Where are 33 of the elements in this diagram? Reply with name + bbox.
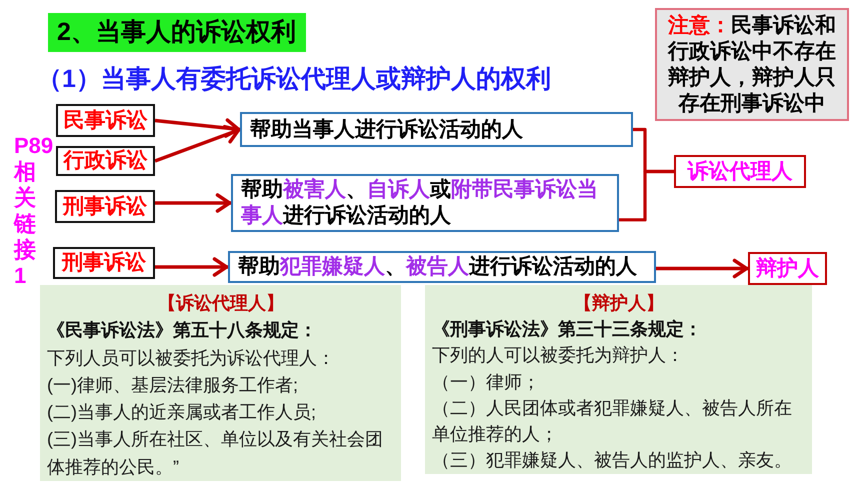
- note-box: 注意：民事诉讼和行政诉讼中不存在辩护人，辩护人只存在刑事诉讼中: [655, 8, 849, 121]
- list-item: （二）人民团体或者犯罪嫌疑人、被告人所在单位推荐的人；: [432, 396, 793, 446]
- category-box: 刑事诉讼: [55, 190, 155, 223]
- arrow: [155, 193, 232, 213]
- panel-heading: 【诉讼代理人】: [157, 292, 285, 315]
- body-text: 下列人员可以被委托为诉讼代理人：: [47, 346, 336, 370]
- category-box: 民事诉讼: [56, 104, 155, 137]
- subtitle: （1）当事人有委托诉讼代理人或辩护人的权利: [37, 64, 551, 95]
- arrow: [155, 257, 228, 277]
- result-box: 辩护人: [748, 252, 827, 285]
- definition-box: 帮助被害人、自诉人或附带民事诉讼当事人进行诉讼活动的人: [231, 174, 619, 232]
- page-reference: P89相关链接1: [14, 133, 54, 289]
- bracket-connector: [619, 170, 674, 222]
- list-item: (二)当事人的近亲属或者工作人员;: [47, 401, 317, 424]
- info-panel: [425, 285, 812, 474]
- arrow: [656, 258, 748, 278]
- category-box: 刑事诉讼: [53, 247, 155, 279]
- definition-box: 帮助犯罪嫌疑人、被告人进行诉讼活动的人: [228, 251, 656, 283]
- body-text: 下列的人可以被委托为辩护人：: [432, 344, 685, 368]
- title: 2、当事人的诉讼权利: [48, 13, 306, 52]
- law-citation: 《刑事诉讼法》第三十三条规定：: [432, 318, 703, 342]
- law-citation: 《民事诉讼法》第五十八条规定：: [47, 319, 318, 342]
- list-item: (三)当事人所在社区、单位以及有关社会团体推荐的公民。”: [47, 428, 384, 479]
- info-panel: [40, 285, 401, 481]
- list-item: （一）律师；: [432, 370, 541, 394]
- list-item: (一)律师、基层法律服务工作者;: [47, 374, 299, 397]
- arrow: [154, 124, 241, 163]
- arrow: [154, 118, 240, 138]
- definition-box: 帮助当事人进行诉讼活动的人: [240, 112, 633, 147]
- result-box: 诉讼代理人: [674, 155, 806, 188]
- category-box: 行政诉讼: [56, 146, 155, 176]
- panel-heading: 【辩护人】: [573, 292, 665, 315]
- list-item: （三）犯罪嫌疑人、被告人的监护人、亲友。: [432, 449, 793, 472]
